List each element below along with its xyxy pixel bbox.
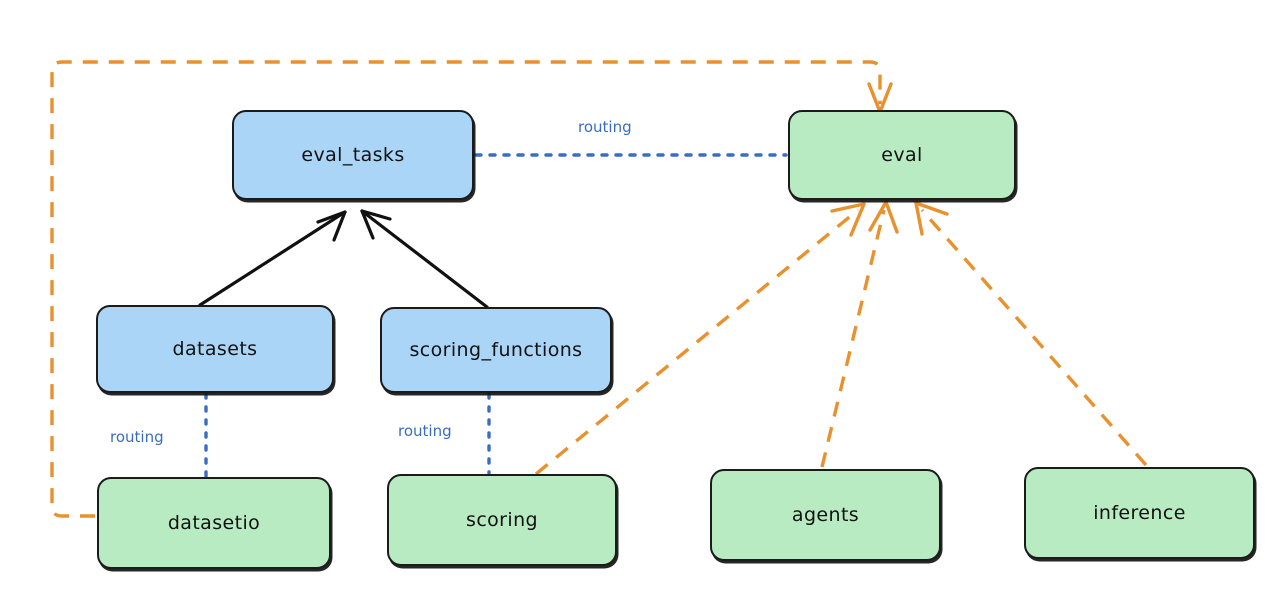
node-eval[interactable]: eval	[788, 110, 1016, 200]
node-label: inference	[1093, 502, 1186, 524]
node-scoring-functions[interactable]: scoring_functions	[380, 307, 612, 393]
node-eval-tasks[interactable]: eval_tasks	[232, 110, 474, 200]
node-label: eval_tasks	[301, 144, 405, 166]
edge-inference-to-eval	[914, 201, 1148, 467]
edge-label-routing-datasets-datasetio: routing	[110, 428, 164, 446]
edge-label-routing-eval-tasks-eval: routing	[578, 118, 632, 136]
node-datasetio[interactable]: datasetio	[97, 477, 331, 569]
node-scoring[interactable]: scoring	[387, 474, 617, 566]
node-datasets[interactable]: datasets	[96, 305, 334, 393]
node-label: eval	[881, 144, 923, 166]
node-inference[interactable]: inference	[1024, 467, 1255, 559]
node-agents[interactable]: agents	[710, 469, 941, 561]
edge-agents-to-eval	[820, 200, 899, 468]
node-label: datasets	[172, 338, 258, 360]
node-label: scoring_functions	[409, 339, 583, 361]
node-label: agents	[791, 504, 860, 526]
edge-datasets-to-eval_tasks	[198, 210, 347, 307]
node-label: scoring	[466, 509, 538, 531]
node-label: datasetio	[167, 512, 261, 534]
edge-scoring_functions-to-eval_tasks	[360, 209, 489, 309]
edge-label-routing-scoring-functions-scoring: routing	[398, 422, 452, 440]
